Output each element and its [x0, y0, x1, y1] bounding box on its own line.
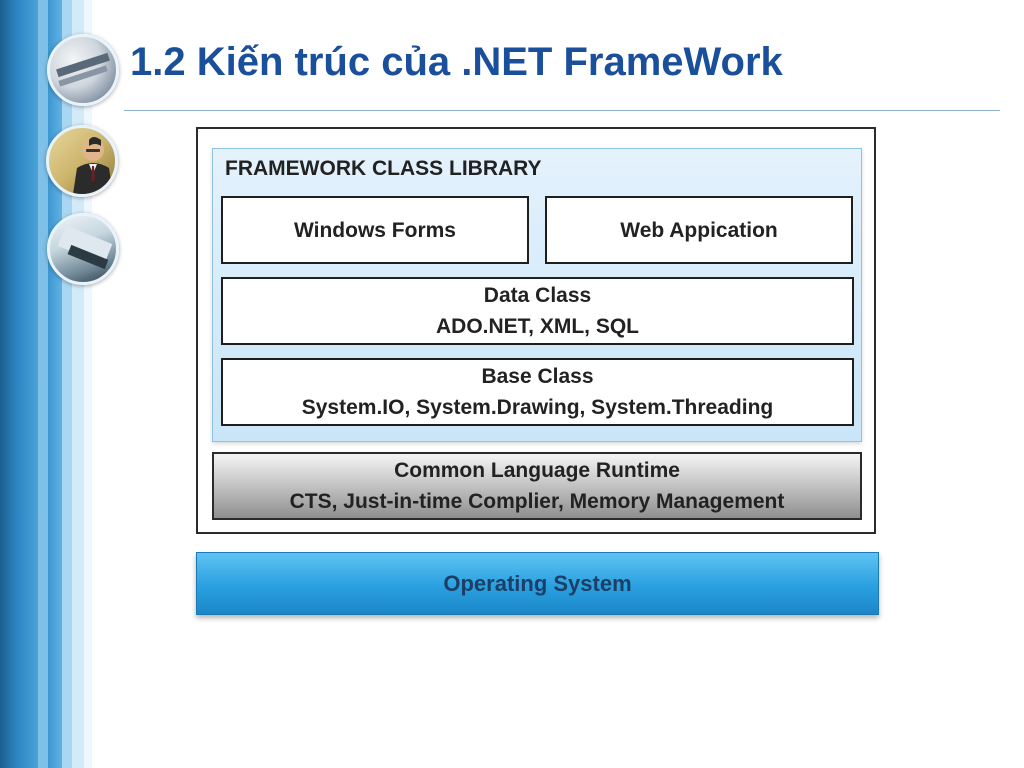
stripe [38, 0, 48, 768]
operating-system-box: Operating System [196, 552, 879, 615]
base-class-box: Base Class System.IO, System.Drawing, Sy… [221, 358, 854, 426]
web-application-box: Web Appication [545, 196, 853, 264]
stripe [48, 0, 62, 768]
stripe [0, 0, 38, 768]
decorative-photo-businessman [46, 125, 118, 197]
stripe [72, 0, 84, 768]
data-class-detail: ADO.NET, XML, SQL [435, 315, 639, 338]
windows-forms-box: Windows Forms [221, 196, 529, 264]
base-class-title: Base Class [481, 365, 594, 388]
stripe [62, 0, 72, 768]
base-class-detail: System.IO, System.Drawing, System.Thread… [301, 396, 774, 419]
framework-class-library-label: FRAMEWORK CLASS LIBRARY [225, 157, 542, 180]
title-divider [124, 110, 1000, 111]
clr-detail: CTS, Just-in-time Complier, Memory Manag… [289, 490, 785, 513]
operating-system-label: Operating System [443, 570, 632, 596]
clr-title: Common Language Runtime [394, 459, 680, 482]
stripe [84, 0, 92, 768]
common-language-runtime-box: Common Language Runtime CTS, Just-in-tim… [212, 452, 862, 520]
web-application-label: Web Appication [620, 218, 778, 242]
side-decoration [0, 0, 92, 768]
data-class-title: Data Class [483, 284, 592, 307]
windows-forms-label: Windows Forms [294, 218, 456, 242]
decorative-photo-document [47, 213, 119, 285]
data-class-box: Data Class ADO.NET, XML, SQL [221, 277, 854, 345]
decorative-photo-keyboard [47, 34, 119, 106]
slide-title: 1.2 Kiến trúc của .NET FrameWork [130, 40, 783, 84]
